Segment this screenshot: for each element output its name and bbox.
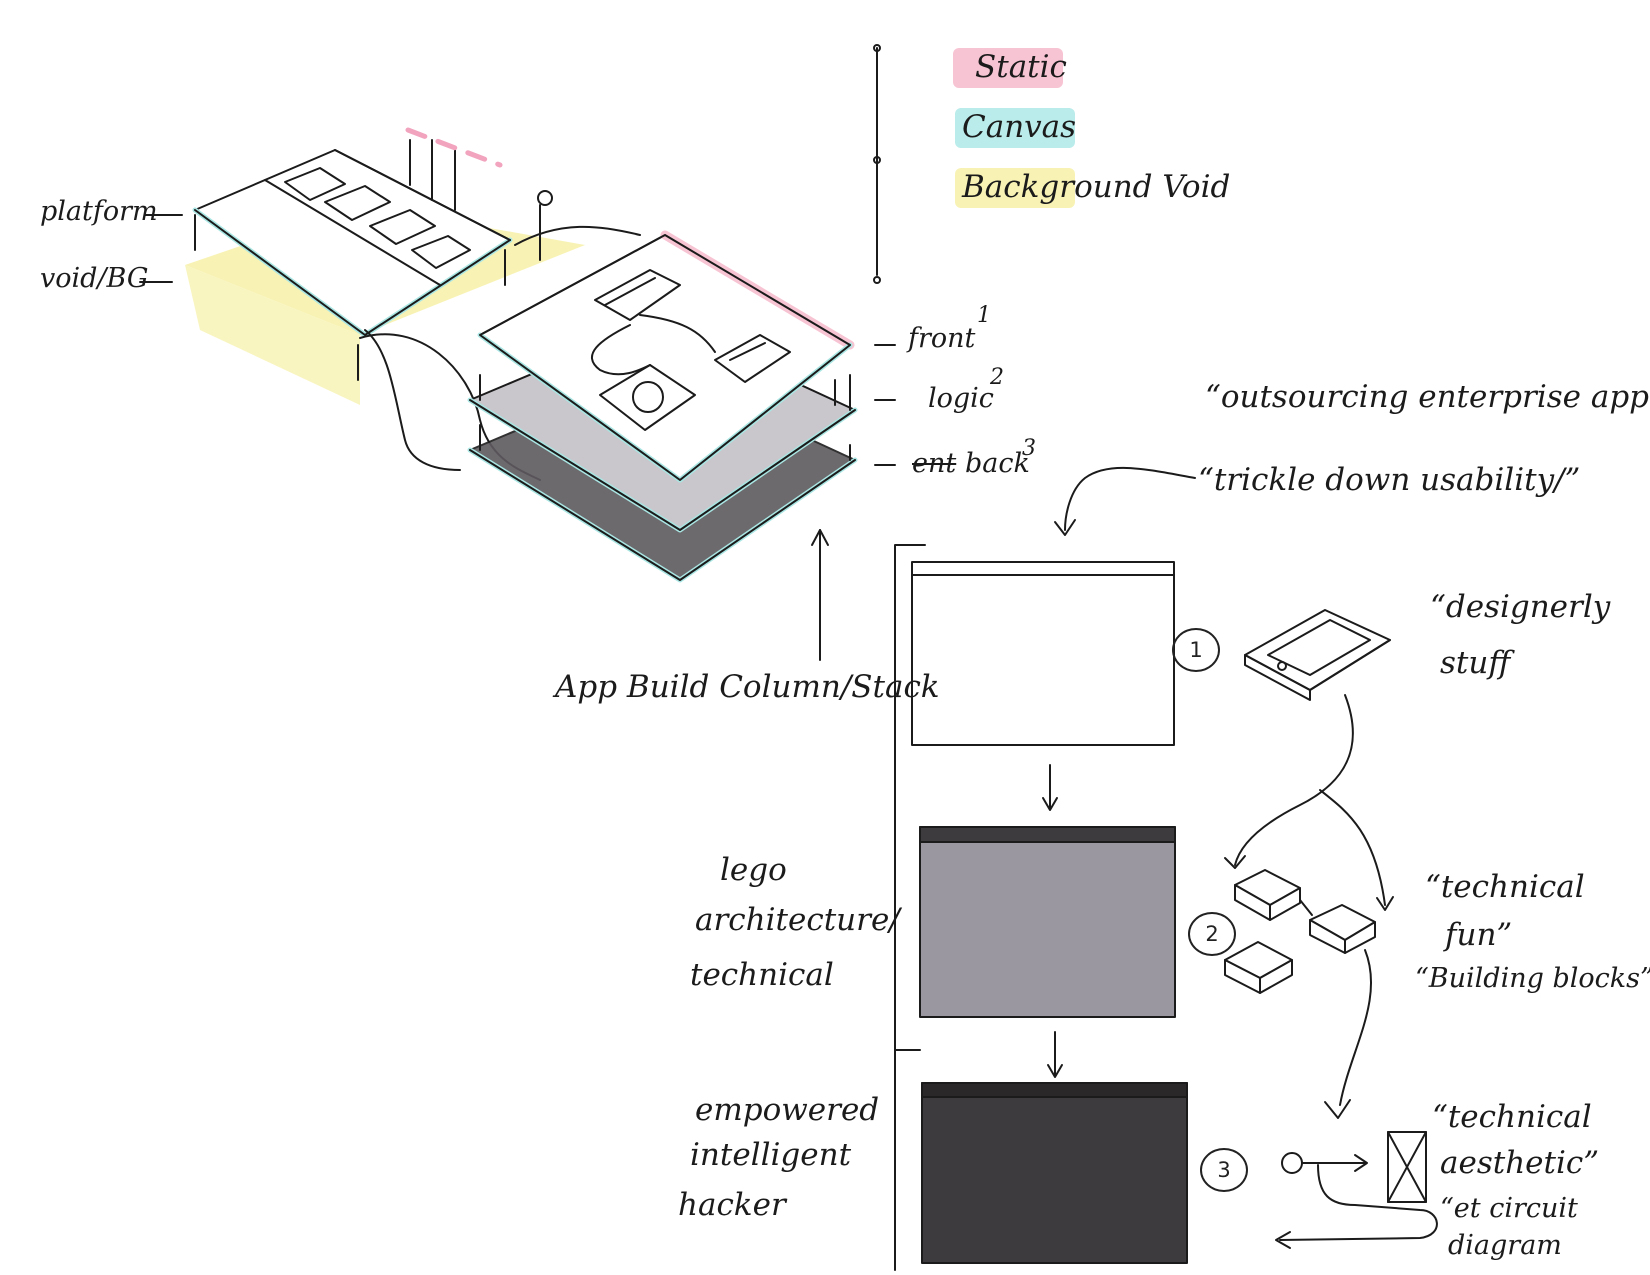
tier-1-quote-line2: stuff	[1440, 648, 1510, 679]
front-number: 1	[977, 305, 991, 327]
void-bg-label: void/BG	[40, 265, 148, 292]
building-blocks-sketch	[1225, 870, 1375, 993]
legend-static-label: Static	[975, 52, 1067, 83]
tier-3-screen	[922, 1083, 1187, 1263]
back-number: 3	[1022, 438, 1036, 460]
stack-sketch	[470, 235, 895, 660]
logic-number: 2	[990, 367, 1004, 389]
legend-background-void-label: Background Void	[962, 172, 1230, 203]
tier-3-side-line3: hacker	[678, 1190, 786, 1221]
back-label: back	[965, 450, 1030, 477]
quote-trickle-down: “trickle down usability/”	[1198, 465, 1580, 496]
phone-sketch	[1245, 610, 1390, 700]
tier-3-quote-line2: aesthetic”	[1440, 1148, 1599, 1179]
back-struck-text: ent	[912, 450, 956, 477]
logic-label: logic	[928, 385, 994, 412]
tier-1-number: 1	[1172, 628, 1220, 672]
tier-3-side-line2: intelligent	[690, 1140, 851, 1171]
tier-3-side-line1: empowered	[695, 1095, 879, 1126]
legend-canvas-label: Canvas	[962, 112, 1076, 143]
tier-2-quote-line1: “technical	[1425, 872, 1585, 903]
tier-2-side-line3: technical	[690, 960, 834, 991]
tier-1-quote-line1: “designerly	[1430, 592, 1610, 623]
stack-caption: App Build Column/Stack	[555, 672, 940, 703]
tier-1-screen	[912, 562, 1174, 745]
circuit-sketch	[1276, 1132, 1437, 1248]
tier-3-number: 3	[1200, 1148, 1248, 1192]
tier-2-side-line1: lego	[720, 855, 787, 886]
front-label: front	[908, 325, 975, 352]
tier-3-quote-line1: “technical	[1432, 1102, 1592, 1133]
tier-3-quote-line4: diagram	[1448, 1232, 1562, 1259]
tier-2-number: 2	[1188, 912, 1236, 956]
quote-outsourcing: “outsourcing enterprise app dev”	[1205, 382, 1650, 413]
tier-2-screen	[920, 827, 1175, 1017]
tier-2-side-line2: architecture/	[695, 905, 900, 936]
tier-2-quote-line2: fun”	[1445, 920, 1512, 951]
tier-2-quote-line3: “Building blocks”	[1415, 965, 1650, 992]
tier-3-quote-line3: “et circuit	[1440, 1195, 1578, 1222]
platform-label: platform	[40, 198, 158, 225]
